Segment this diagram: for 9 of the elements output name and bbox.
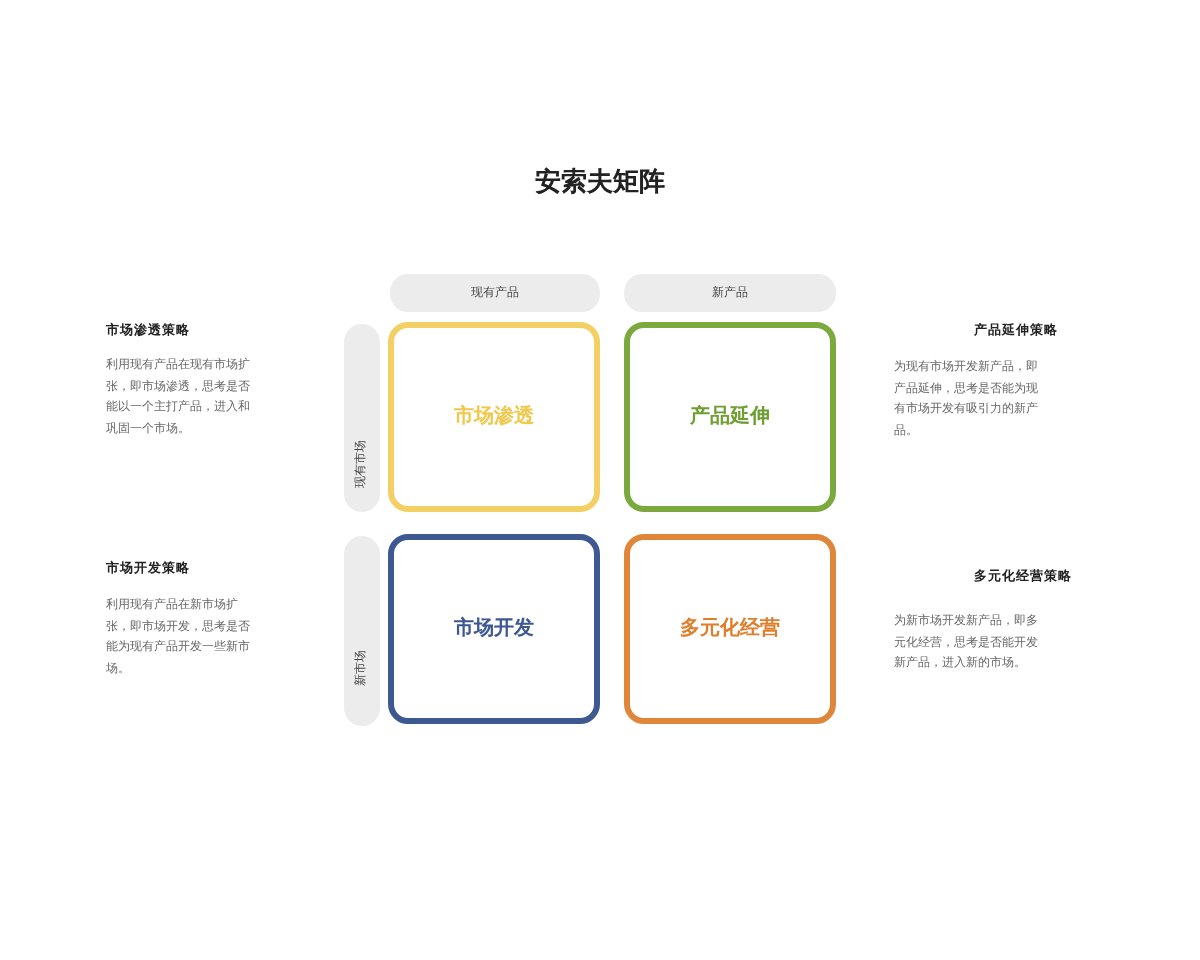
diagram-title: 安索夫矩阵 [533,165,667,200]
quadrant-frame [388,534,600,724]
quadrant-label: 市场渗透 [454,407,534,427]
quadrant-frame [624,534,836,724]
quadrant-frame [624,322,836,512]
quadrant-label: 产品延伸 [690,407,770,427]
quadrant-label: 市场开发 [454,619,534,639]
quadrant-frame [388,322,600,512]
quadrant-label: 多元化经营 [680,619,780,639]
